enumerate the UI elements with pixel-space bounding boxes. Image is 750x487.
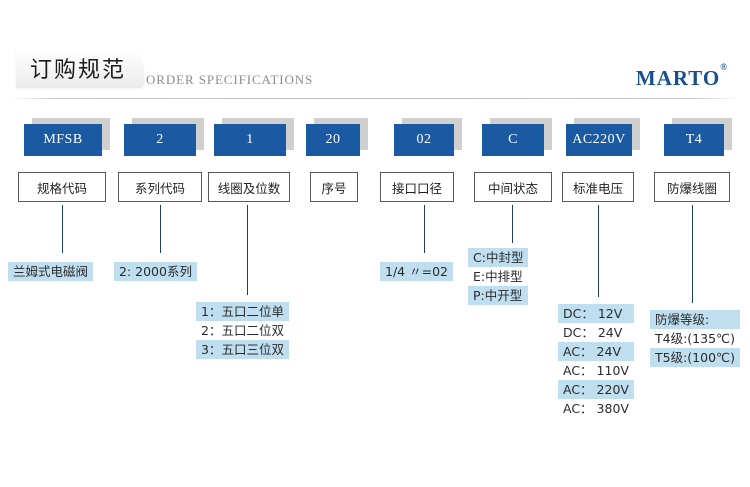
option-list-4: 1/4 〃=02 (380, 262, 453, 281)
option-item: T5级:(100℃) (650, 348, 740, 367)
code-box-2[interactable]: 1 (214, 118, 294, 156)
label-box-3: 序号 (310, 172, 358, 202)
connector-line-5 (512, 205, 514, 243)
label-box-0: 规格代码 (18, 172, 106, 202)
option-list-6: DC： 12V DC： 24V AC： 24V AC： 110V AC： 220V AC：… (558, 304, 634, 418)
option-list-2: 1：五口二位单 2：五口二位双 3：五口三位双 (196, 302, 289, 359)
option-item: 防爆等级: (650, 310, 740, 329)
option-item: AC： 380V (563, 401, 629, 416)
option-item: 1：五口二位单 (196, 302, 289, 321)
option-item: DC： 24V (563, 325, 623, 340)
registered-mark-icon: ® (720, 61, 728, 72)
option-list-7: 防爆等级: T4级:(135℃) T5级:(100℃) (650, 310, 740, 367)
code-box-3[interactable]: 20 (306, 118, 368, 156)
code-box-4[interactable]: 02 (394, 118, 462, 156)
connector-line-2 (247, 205, 249, 295)
label-box-2: 线圈及位数 (208, 172, 290, 202)
option-item: 1/4 〃=02 (380, 262, 453, 281)
option-list-5: C:中封型 E:中排型 P:中开型 (468, 248, 529, 305)
page-header: 订购规范 ORDER SPECIFICATIONS MARTO® (0, 0, 750, 100)
connector-line-6 (598, 205, 600, 297)
option-item: 兰姆式电磁阀 (8, 262, 94, 281)
label-box-4: 接口口径 (380, 172, 454, 202)
title-tab-shape (16, 48, 144, 88)
page-title-cn: 订购规范 (30, 58, 127, 83)
code-box-5[interactable]: C (482, 118, 552, 156)
brand-name: MARTO (635, 66, 721, 90)
option-item: AC： 110V (563, 363, 629, 378)
option-item: T4级:(135℃) (655, 331, 735, 346)
label-box-6: 标准电压 (562, 172, 634, 202)
option-item: AC： 24V (558, 342, 634, 361)
connector-line-7 (692, 205, 694, 303)
option-item: E:中排型 (473, 269, 523, 284)
code-box-1[interactable]: 2 (124, 118, 204, 156)
code-box-0[interactable]: MFSB (24, 118, 110, 156)
label-box-7: 防爆线圈 (654, 172, 730, 202)
connector-line-0 (62, 205, 64, 253)
code-box-6[interactable]: AC220V (566, 118, 640, 156)
option-item: 3：五口三位双 (196, 340, 289, 359)
option-item: P:中开型 (468, 286, 529, 305)
option-item: 2：五口二位双 (201, 323, 284, 338)
option-list-1: 2: 2000系列 (114, 262, 197, 281)
code-box-7[interactable]: T4 (664, 118, 732, 156)
connector-line-4 (424, 205, 426, 253)
page-title-en: ORDER SPECIFICATIONS (146, 72, 314, 87)
option-list-0: 兰姆式电磁阀 (8, 262, 94, 281)
brand-logo: MARTO® (635, 62, 728, 91)
header-divider (10, 98, 740, 99)
label-box-1: 系列代码 (118, 172, 202, 202)
label-box-5: 中间状态 (474, 172, 552, 202)
option-item: C:中封型 (468, 248, 529, 267)
option-item: DC： 12V (558, 304, 634, 323)
connector-line-1 (160, 205, 162, 253)
option-item: 2: 2000系列 (114, 262, 197, 281)
option-item: AC： 220V (558, 380, 634, 399)
